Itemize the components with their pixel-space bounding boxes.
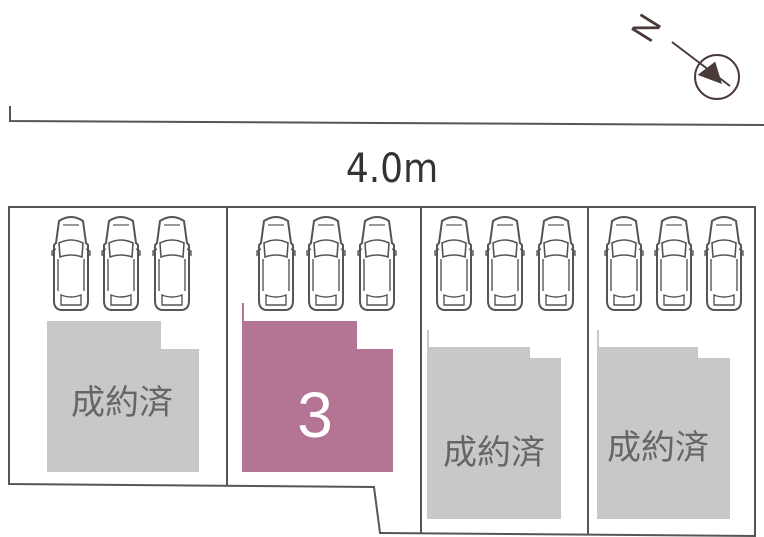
lot-3[interactable]: 3 [242, 303, 393, 472]
lot-4-area [427, 347, 561, 519]
car-icon [536, 216, 576, 311]
compass-arrow-icon [697, 61, 723, 84]
lot-5-label: 成約済 [607, 428, 709, 468]
car-icon [434, 216, 474, 311]
car-icon [306, 216, 346, 311]
lot-3-number: 3 [297, 379, 333, 451]
lot-5[interactable]: 成約済 [597, 330, 730, 519]
lot-1-parking [51, 216, 192, 311]
north-compass: N [624, 8, 740, 100]
lot-4-label: 成約済 [443, 433, 545, 473]
car-icon [256, 216, 296, 311]
compass-circle [694, 54, 740, 100]
lot-5-area [597, 347, 730, 519]
lot-1[interactable]: 成約済 [47, 321, 199, 472]
lot-boundaries [8, 206, 756, 537]
road-width-label: 4.0m [346, 146, 438, 192]
car-icon [654, 216, 694, 311]
car-icon [485, 216, 525, 311]
lot-3-area [242, 321, 393, 472]
lot-1-label: 成約済 [71, 383, 173, 423]
lot-4[interactable]: 成約済 [427, 330, 561, 519]
north-letter: N [624, 8, 669, 49]
lot-1-area [47, 321, 199, 472]
road-edge-line [9, 106, 764, 126]
lot-5-parking [604, 216, 744, 311]
car-icon [604, 216, 644, 311]
lot-3-parking [256, 216, 397, 311]
car-icon [357, 216, 397, 311]
lot-4-parking [434, 216, 576, 311]
car-icon [152, 216, 192, 311]
car-icon [51, 216, 91, 311]
car-icon [101, 216, 141, 311]
compass-needle [671, 41, 731, 87]
car-icon [704, 216, 744, 311]
